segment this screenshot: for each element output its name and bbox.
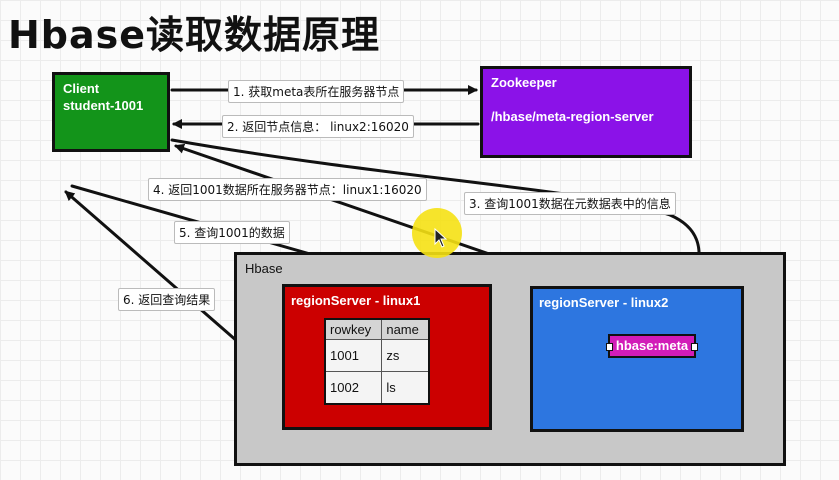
zookeeper-label: Zookeeper xyxy=(491,75,557,90)
table-header-row: rowkey name xyxy=(324,318,430,340)
meta-table-label: hbase:meta xyxy=(615,338,689,353)
client-label: Client xyxy=(63,81,100,96)
meta-table-box: hbase:meta xyxy=(606,334,698,358)
hbase-label: Hbase xyxy=(245,261,283,276)
region-server-2-box: regionServer - linux2 xyxy=(530,286,744,432)
mouse-cursor-icon xyxy=(434,228,448,248)
client-box: Client student-1001 xyxy=(52,72,170,152)
table-header-cell: rowkey xyxy=(324,318,383,340)
step-1-label: 1. 获取meta表所在服务器节点 xyxy=(228,80,405,103)
zookeeper-box: Zookeeper /hbase/meta-region-server xyxy=(480,66,692,158)
resize-handle-left xyxy=(606,343,613,351)
region-server-1-label: regionServer - linux1 xyxy=(291,293,421,308)
resize-handle-right xyxy=(691,343,698,351)
step-6-label: 6. 返回查询结果 xyxy=(118,288,216,311)
step-4-label: 4. 返回1001数据所在服务器节点：linux1:16020 xyxy=(148,178,427,201)
step-3-label: 3. 查询1001数据在元数据表中的信息 xyxy=(464,192,676,215)
step-5-label: 5. 查询1001的数据 xyxy=(174,221,290,244)
region-server-2-label: regionServer - linux2 xyxy=(539,295,669,310)
step-2-label: 2. 返回节点信息： linux2:16020 xyxy=(222,115,414,138)
table-row: 1002 ls xyxy=(324,371,430,405)
table-cell: zs xyxy=(381,339,430,372)
table-cell: 1002 xyxy=(324,371,383,405)
zookeeper-path: /hbase/meta-region-server xyxy=(491,109,654,124)
table-cell: ls xyxy=(381,371,430,405)
table-header-cell: name xyxy=(381,318,430,340)
data-table: rowkey name 1001 zs 1002 ls xyxy=(324,318,430,405)
table-cell: 1001 xyxy=(324,339,383,372)
table-row: 1001 zs xyxy=(324,339,430,372)
page-title: Hbase读取数据原理 xyxy=(8,13,381,57)
client-id: student-1001 xyxy=(63,98,144,113)
